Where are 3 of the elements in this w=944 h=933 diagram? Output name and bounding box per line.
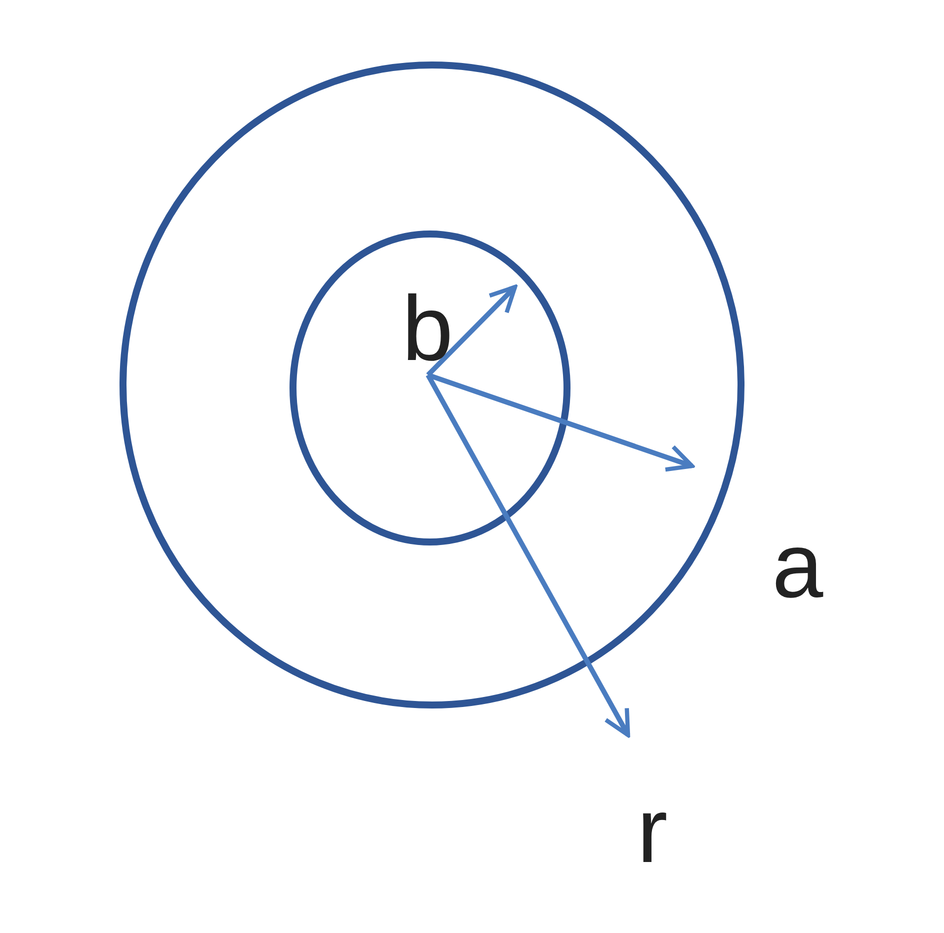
variable-label: a — [772, 520, 824, 612]
variable-label: b — [402, 283, 454, 375]
variable-label: r — [637, 785, 668, 877]
